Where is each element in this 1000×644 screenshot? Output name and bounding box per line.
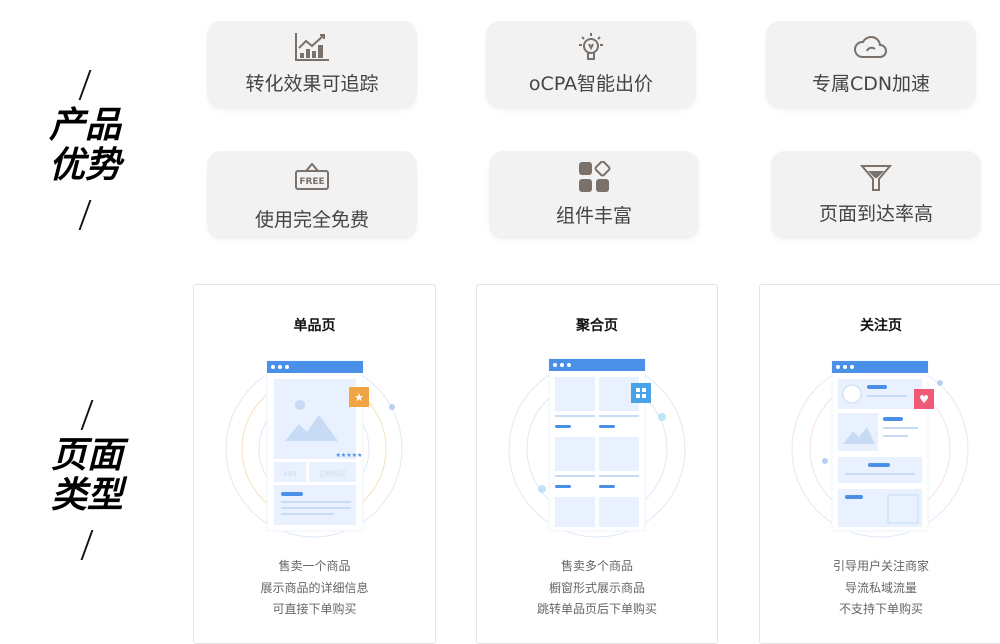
page-type-description: 售卖多个商品橱窗形式展示商品跳转单品页后下单购买 [536, 559, 657, 616]
feature-conversion-tracking: 转化效果可追踪 [207, 21, 417, 109]
single-page-illustration: ¥99 立即购买 ★ ★★★★★ [225, 360, 403, 538]
free-sign-icon: FREE [295, 162, 329, 190]
feature-label: 专属CDN加速 [811, 73, 931, 95]
feature-label: 组件丰富 [555, 205, 632, 227]
follow-page-illustration: ♥ [791, 360, 969, 538]
divider-slash [78, 70, 92, 100]
buy-text: 立即购买 [318, 469, 346, 478]
section-title-line: 页面 [50, 435, 123, 476]
feature-label: oCPA智能出价 [528, 73, 654, 95]
page-type-description: 引导用户关注商家导流私域流量不支持下单购买 [832, 559, 929, 616]
feature-ocpa: oCPA智能出价 [486, 21, 696, 109]
feature-label: 使用完全免费 [254, 209, 369, 231]
price-text: ¥99 [283, 470, 296, 478]
page-type-card-follow[interactable]: 关注页 ♥ 引导用户关注商家导流私域流量不支持下单购买 [759, 284, 1000, 644]
page-type-title: 单品页 [293, 318, 336, 334]
page-type-card-single[interactable]: 单品页 ¥99 立即购买 ★ ★★★★★ 售卖一个商品展示商品的详细信息可直接下单… [193, 284, 436, 644]
svg-text:♥: ♥ [919, 393, 929, 406]
feature-label: 页面到达率高 [818, 203, 933, 225]
section-title-line: 类型 [50, 475, 123, 516]
page-type-title: 聚合页 [576, 318, 618, 334]
section-title-advantages: 产品优势 [48, 105, 121, 186]
feature-free: FREE 使用完全免费 [207, 151, 417, 239]
feature-cdn: 专属CDN加速 [766, 21, 976, 109]
feature-reach-rate: 页面到达率高 [771, 151, 981, 239]
page-type-title: 关注页 [860, 318, 902, 334]
funnel-icon [859, 165, 893, 191]
svg-text:★: ★ [354, 391, 364, 404]
feature-label: 转化效果可追踪 [245, 73, 379, 95]
svg-text:★★★★★: ★★★★★ [336, 452, 363, 459]
cloud-icon [854, 36, 887, 58]
svg-text:FREE: FREE [299, 177, 324, 187]
aggregate-page-illustration [508, 358, 686, 538]
divider-slash [80, 530, 94, 560]
page-type-description: 售卖一个商品展示商品的详细信息可直接下单购买 [260, 559, 369, 616]
lightbulb-icon [579, 33, 603, 60]
section-title-page-types: 页面类型 [42, 436, 132, 516]
divider-slash [80, 400, 94, 430]
components-icon [579, 161, 611, 192]
feature-components: 组件丰富 [489, 151, 699, 239]
divider-slash [78, 200, 92, 230]
page-type-card-aggregate[interactable]: 聚合页 售卖多个商品橱窗形式展示商品跳转单品页后下单购买 [476, 284, 718, 644]
chart-growth-icon [295, 33, 329, 61]
